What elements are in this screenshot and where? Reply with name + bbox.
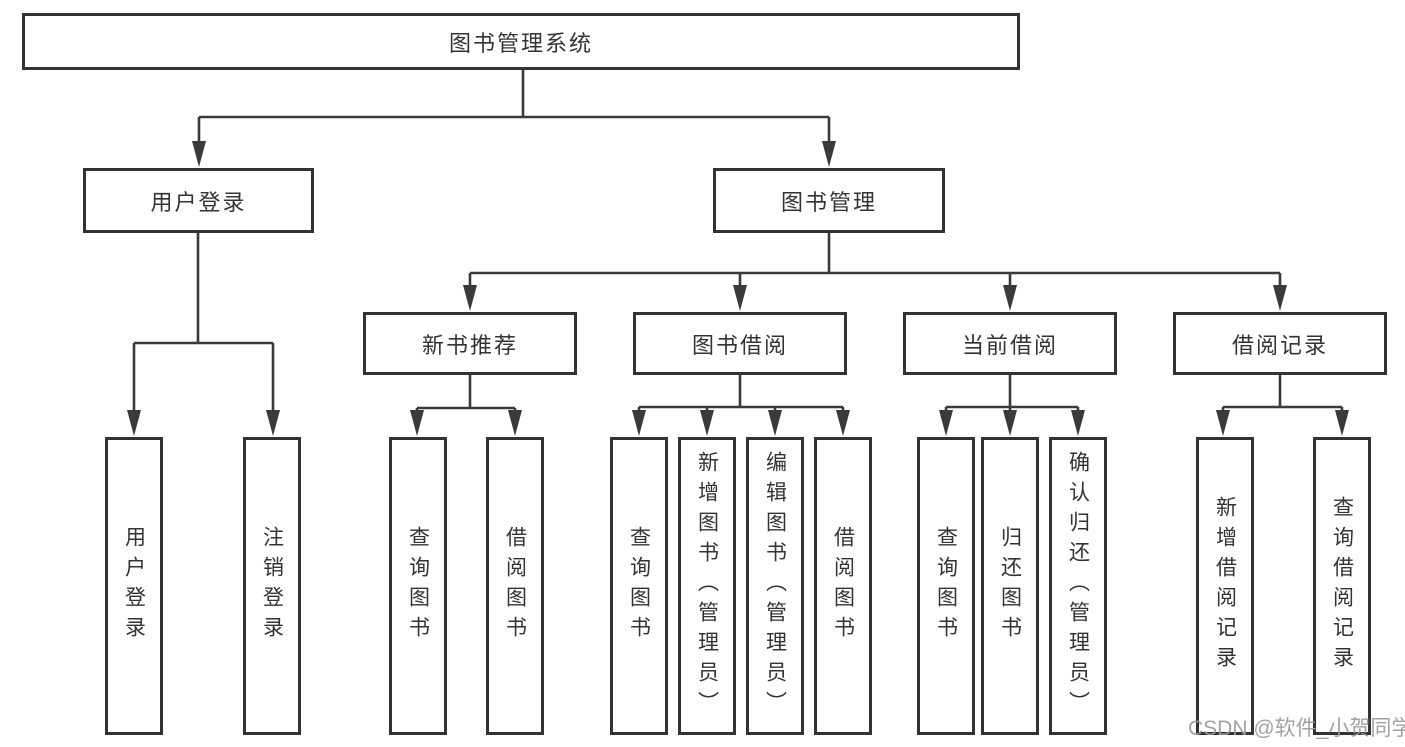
node-root-label: 图书管理系统 [448,30,593,56]
leaf-return-books-label: 归还图书 [998,526,1022,646]
leaf-borrow-books-label: 借阅图书 [831,526,855,646]
leaf-query-books-current: 查询图书 [917,437,975,735]
leaf-return-books: 归还图书 [981,437,1039,735]
csdn-watermark: CSDN @软件_小贺同学 [1188,717,1405,740]
leaf-query-borrow-record: 查询借阅记录 [1313,437,1371,735]
leaf-add-books-admin-label: 新增图书（管理员） [695,451,719,721]
node-current-borrow: 当前借阅 [903,312,1117,375]
leaf-confirm-return-admin: 确认归还（管理员） [1049,437,1107,735]
leaf-borrow-books-recommend: 借阅图书 [486,437,544,735]
leaf-add-borrow-record-label: 新增借阅记录 [1213,496,1237,676]
node-user-login-label: 用户登录 [150,189,247,215]
node-new-book-recommend: 新书推荐 [363,312,577,375]
leaf-logout: 注销登录 [243,437,301,735]
node-borrow-records-label: 借阅记录 [1231,332,1328,358]
node-root-system: 图书管理系统 [22,13,1020,70]
node-new-book-recommend-label: 新书推荐 [421,332,518,358]
leaf-confirm-return-admin-label: 确认归还（管理员） [1066,451,1090,721]
leaf-query-books-recommend: 查询图书 [389,437,447,735]
leaf-add-books-admin: 新增图书（管理员） [678,437,736,735]
leaf-query-books-borrow: 查询图书 [610,437,668,735]
leaf-edit-books-admin: 编辑图书（管理员） [746,437,804,735]
node-book-borrow-label: 图书借阅 [691,332,788,358]
arrowheads [127,141,1349,436]
leaf-query-borrow-record-label: 查询借阅记录 [1330,496,1354,676]
node-borrow-records: 借阅记录 [1173,312,1387,375]
leaf-borrow-books: 借阅图书 [814,437,872,735]
leaf-query-books-recommend-label: 查询图书 [406,526,430,646]
node-book-management: 图书管理 [713,168,945,233]
node-book-management-label: 图书管理 [780,189,877,215]
leaf-query-books-borrow-label: 查询图书 [627,526,651,646]
leaf-add-borrow-record: 新增借阅记录 [1196,437,1254,735]
leaf-borrow-books-recommend-label: 借阅图书 [503,526,527,646]
leaf-user-login: 用户登录 [105,437,163,735]
leaf-user-login-label: 用户登录 [122,526,146,646]
node-user-login: 用户登录 [83,168,314,233]
leaf-query-books-current-label: 查询图书 [934,526,958,646]
node-book-borrow: 图书借阅 [633,312,847,375]
leaf-logout-label: 注销登录 [260,526,284,646]
node-current-borrow-label: 当前借阅 [961,332,1058,358]
leaf-edit-books-admin-label: 编辑图书（管理员） [763,451,787,721]
